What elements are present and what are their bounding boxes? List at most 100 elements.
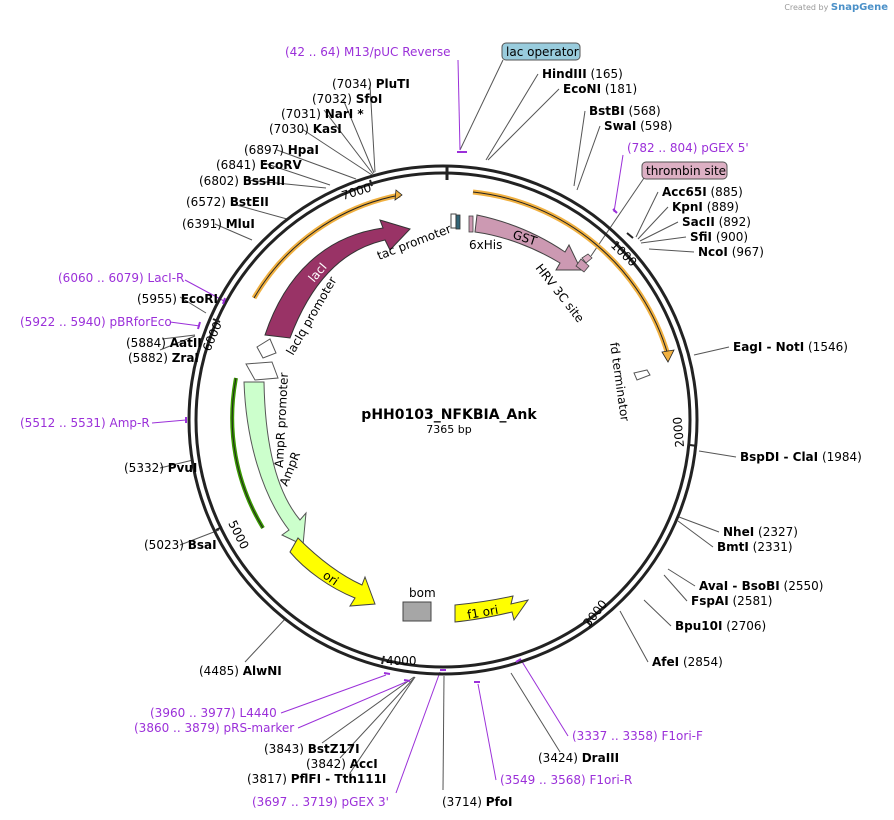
site-label: Bpu10I (2706)	[675, 619, 766, 633]
primer-mark	[222, 297, 226, 305]
site-leader-line	[648, 248, 695, 253]
primer-leader-line	[520, 659, 569, 737]
f1-ori-arrow	[454, 595, 530, 623]
site-leader-line	[640, 236, 687, 244]
tac-promoter-mark	[450, 213, 457, 229]
ruler-tick	[212, 318, 221, 323]
ruler-label-7000: 7000	[340, 181, 373, 203]
primer-label: (3697 .. 3719) pGEX 3'	[252, 795, 389, 809]
site-leader-line	[301, 128, 373, 176]
ruler-tick	[215, 526, 223, 531]
bom-label: bom	[409, 586, 436, 600]
site-leader-line	[369, 84, 376, 173]
primer-leader-line	[280, 674, 387, 714]
site-leader-line	[643, 599, 672, 627]
primer-leader-lines	[151, 59, 624, 794]
features: lacI lacIq promoter AmpR promoter AmpR o…	[230, 189, 675, 623]
site-label: (7034) PluTI	[332, 77, 410, 91]
site-leader-line	[161, 334, 196, 340]
site-leader-line	[573, 110, 586, 187]
site-label: KpnI (889)	[672, 200, 739, 214]
site-label: AfeI (2854)	[652, 655, 723, 669]
site-label: (3842) AccI	[306, 757, 378, 771]
orange-arc-left-head	[394, 189, 403, 201]
site-leader-line	[323, 109, 374, 175]
lacI-arrow	[264, 219, 411, 339]
site-label: (7032) SfoI	[312, 92, 382, 106]
site-leader-line	[485, 73, 539, 161]
site-leader-line	[698, 450, 737, 458]
site-leader-line	[159, 459, 194, 469]
plasmid-size: 7365 bp	[426, 423, 471, 436]
lac-operator-label: lac operator	[506, 45, 579, 59]
HRV-3C-mark	[575, 258, 590, 273]
site-label: BspDI - ClaI (1984)	[740, 450, 862, 464]
site-leader-line	[693, 346, 730, 356]
backbone-inner	[194, 171, 692, 669]
site-label: (3714) PfoI	[442, 795, 512, 809]
ruler-tick	[585, 619, 592, 627]
site-label: (7030) KasI	[269, 122, 342, 136]
site-label: (6841) EcoRV	[216, 158, 303, 172]
site-label: FspAI (2581)	[691, 594, 772, 608]
orange-arc-right-line	[472, 191, 669, 356]
lacIq-promoter-arrow	[256, 338, 277, 359]
site-label: NheI (2327)	[723, 525, 798, 539]
primer-leader-line	[457, 59, 461, 151]
credit-brand: SnapGene	[830, 2, 888, 13]
site-label: (5023) BsaI	[144, 538, 217, 552]
primer-label: (5512 .. 5531) Amp-R	[20, 416, 150, 430]
lac-operator-leader	[459, 59, 504, 151]
site-leader-line	[576, 125, 601, 191]
site-leader-line	[487, 88, 560, 161]
site-label: (3817) PflFI - Tth111I	[247, 772, 386, 786]
ruler-label-4000: 4000	[386, 654, 417, 668]
site-leader-line	[342, 98, 375, 174]
ruler-tick	[369, 179, 373, 187]
primer-mark	[612, 208, 618, 214]
site-label: (3424) DraIII	[538, 751, 619, 765]
GST-label: GST	[511, 228, 539, 249]
site-leader-line	[214, 223, 253, 241]
site-leader-line	[232, 203, 288, 220]
primer-label: (782 .. 804) pGEX 5'	[627, 141, 749, 155]
primer-leader-line	[297, 681, 407, 729]
fd-terminator-arrow	[633, 369, 651, 381]
site-leader-line	[663, 574, 688, 602]
AmpR-arrow	[243, 381, 307, 546]
orange-arc-left-line	[253, 194, 401, 299]
primer-mark	[403, 679, 411, 682]
site-label: (5955) EcoRI	[137, 292, 218, 306]
site-leader-line	[179, 296, 207, 314]
site-leader-line	[678, 516, 720, 533]
primer-leader-line	[477, 683, 497, 781]
GST-arrow	[474, 214, 582, 271]
lac-operator-mark	[455, 214, 461, 230]
green-arc-line	[231, 377, 264, 529]
leader-lines	[159, 59, 737, 791]
site-leader-line	[179, 529, 220, 546]
primer-label: (3337 .. 3358) F1ori-F	[572, 729, 703, 743]
site-label: EcoNI (181)	[563, 82, 637, 96]
site-leader-line	[244, 617, 287, 663]
AmpR-promoter-arrow	[245, 361, 279, 381]
bom-box	[402, 601, 432, 622]
site-label: SwaI (598)	[604, 119, 672, 133]
site-leader-line	[677, 520, 714, 548]
site-label: BmtI (2331)	[717, 540, 793, 554]
site-leader-line	[276, 149, 357, 180]
6xHis-mark	[468, 215, 474, 233]
HRV-3C-site-label: HRV 3C site	[533, 261, 587, 325]
primer-mark	[197, 321, 201, 330]
site-label: AvaI - BsoBI (2550)	[699, 579, 823, 593]
site-leader-line	[442, 675, 445, 791]
ruler-tick	[689, 444, 698, 447]
thrombin-site-box	[641, 161, 728, 180]
backbone-outer	[187, 164, 699, 676]
ruler-label-2000: 2000	[670, 416, 687, 448]
primer-mark	[383, 672, 391, 675]
AmpR-promoter-label: AmpR promoter	[272, 372, 291, 468]
primer-leader-line	[613, 154, 624, 213]
site-leader-line	[619, 610, 649, 663]
